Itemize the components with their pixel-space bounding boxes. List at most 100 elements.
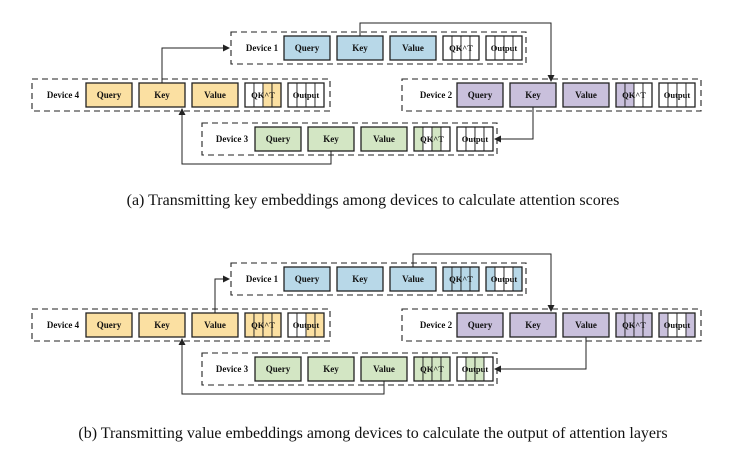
- device3-value-box: [360, 356, 408, 382]
- device4-query-label: Query: [97, 320, 122, 330]
- device2-key-label: Key: [525, 90, 541, 100]
- device4-key-label: Key: [154, 320, 170, 330]
- device3-label: Device 3: [216, 364, 249, 374]
- device1-output-label: Output: [491, 274, 518, 284]
- arrow-d4-d1-a: [161, 44, 230, 83]
- device1-frame: [230, 31, 527, 65]
- device1-frame: [230, 262, 527, 296]
- device4-key-box: [138, 82, 186, 108]
- device1-output-box: [485, 35, 523, 61]
- device4-output-box: [287, 312, 325, 338]
- device1-value-label: Value: [402, 43, 424, 53]
- device2-value-box: [562, 82, 610, 108]
- arrow-d2-d3-a: [494, 107, 534, 143]
- device1-value-label: Value: [402, 274, 424, 284]
- device3-query-box: [254, 356, 302, 382]
- device1-query-box: [283, 35, 331, 61]
- device2-qkt-box: [615, 312, 653, 338]
- device3-value-box: [360, 126, 408, 152]
- device1-key-label: Key: [352, 274, 368, 284]
- device3-qkt-label: QK^T: [420, 364, 444, 374]
- device1-value-box: [389, 266, 437, 292]
- device3-output-box: [456, 356, 494, 382]
- arrow-d3-d4-a: [178, 108, 332, 165]
- device2-key-label: Key: [525, 320, 541, 330]
- device4-key-box: [138, 312, 186, 338]
- device2-query-label: Query: [468, 90, 493, 100]
- device2-value-label: Value: [575, 90, 597, 100]
- device4-qkt-box: [244, 312, 282, 338]
- device3-key-label: Key: [323, 364, 339, 374]
- device2-frame: [401, 308, 702, 342]
- device4-key-label: Key: [154, 90, 170, 100]
- device2-qkt-box: [615, 82, 653, 108]
- device4-value-box: [191, 312, 239, 338]
- device1-qkt-box: [442, 35, 480, 61]
- device3-label: Device 3: [216, 134, 249, 144]
- caption-a: (a) Transmitting key embeddings among de…: [126, 192, 620, 209]
- device3-value-label: Value: [373, 134, 395, 144]
- device2-output-label: Output: [664, 320, 691, 330]
- device1-key-box: [336, 35, 384, 61]
- device4-output-label: Output: [293, 320, 320, 330]
- device3-output-label: Output: [462, 364, 489, 374]
- device3-query-label: Query: [266, 134, 291, 144]
- device1-key-label: Key: [352, 43, 368, 53]
- device4-query-label: Query: [97, 90, 122, 100]
- device2-output-box: [658, 82, 696, 108]
- arrow-d1-d2-b: [412, 253, 555, 312]
- device1-qkt-box: [442, 266, 480, 292]
- device4-output-box: [287, 82, 325, 108]
- device3-key-box: [307, 126, 355, 152]
- device3-a: Device 3 Query Key Value QK^T Output: [201, 122, 498, 156]
- arrow-d2-d3-b: [494, 337, 587, 373]
- device2-qkt-label: QK^T: [622, 320, 646, 330]
- device3-key-box: [307, 356, 355, 382]
- device3-value-label: Value: [373, 364, 395, 374]
- device4-frame: [31, 78, 331, 112]
- device1-qkt-label: QK^T: [449, 43, 473, 53]
- device2-value-box: [562, 312, 610, 338]
- device1-output-box: [485, 266, 523, 292]
- device3-qkt-label: QK^T: [420, 134, 444, 144]
- device1-query-label: Query: [295, 43, 320, 53]
- device1-value-box: [389, 35, 437, 61]
- arrow-d4-d1-b: [214, 275, 230, 313]
- device2-key-box: [509, 312, 557, 338]
- device2-label: Device 2: [420, 90, 453, 100]
- device4-frame: [31, 308, 331, 342]
- device1-label: Device 1: [246, 274, 279, 284]
- device1-query-label: Query: [295, 274, 320, 284]
- device1-output-label: Output: [491, 43, 518, 53]
- device4-label: Device 4: [47, 320, 80, 330]
- device3-output-box: [456, 126, 494, 152]
- device3-output-label: Output: [462, 134, 489, 144]
- device3-query-box: [254, 126, 302, 152]
- device2-value-label: Value: [575, 320, 597, 330]
- device1-a: Device 1 Query Key Value QK^T Output: [230, 31, 527, 65]
- device4-query-box: [85, 82, 133, 108]
- device1-key-box: [336, 266, 384, 292]
- device2-query-label: Query: [468, 320, 493, 330]
- device4-value-label: Value: [204, 320, 226, 330]
- device3-key-label: Key: [323, 134, 339, 144]
- device4-qkt-label: QK^T: [251, 90, 275, 100]
- device1-query-box: [283, 266, 331, 292]
- device1-label: Device 1: [246, 43, 279, 53]
- caption-b: (b) Transmitting value embeddings among …: [78, 425, 668, 442]
- device2-label: Device 2: [420, 320, 453, 330]
- device2-frame: [401, 78, 702, 112]
- arrow-d1-d2-a: [359, 22, 555, 82]
- device4-query-box: [85, 312, 133, 338]
- device2-output-box: [658, 312, 696, 338]
- device3-qkt-box: [413, 356, 451, 382]
- device2-query-box: [456, 312, 504, 338]
- device4-value-label: Value: [204, 90, 226, 100]
- device4-label: Device 4: [47, 90, 80, 100]
